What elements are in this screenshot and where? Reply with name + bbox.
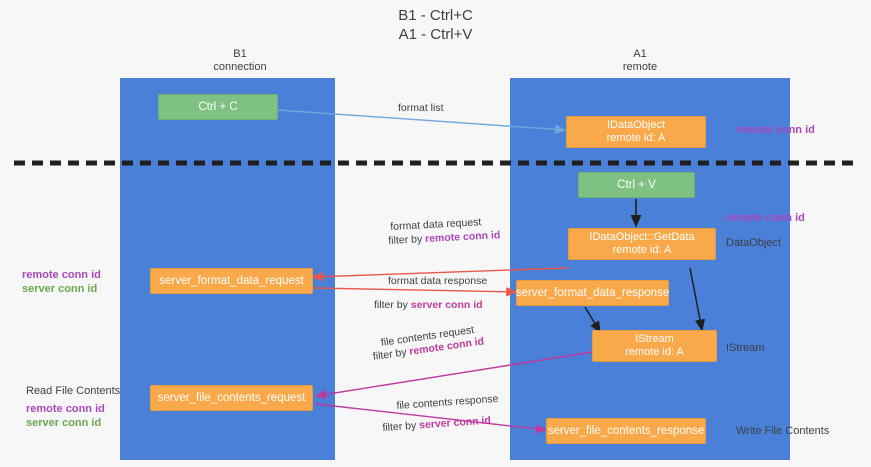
node-server-file-contents-request[interactable]: server_file_contents_request	[150, 385, 313, 411]
label-read-file-contents: Read File Contents	[26, 385, 121, 397]
label-dataobject: DataObject	[726, 237, 782, 249]
node-server-format-data-response-label: server_format_data_response	[515, 286, 670, 299]
label-write-file-contents: Write File Contents	[736, 425, 830, 437]
node-idataobject[interactable]: IDataObject remote id: A	[566, 116, 706, 148]
node-getdata-line2: remote id: A	[612, 244, 672, 256]
node-getdata-line1: IDataObject::GetData	[589, 231, 695, 243]
label-left-remote-conn-id: remote conn id	[22, 269, 101, 281]
column-header-right: A1 remote	[622, 48, 658, 73]
node-idataobject-line2: remote id: A	[606, 132, 666, 144]
filter-by-text-2: filter by	[374, 299, 411, 311]
label-left-server-conn-id: server conn id	[22, 283, 98, 295]
node-ctrl-c-label: Ctrl + C	[198, 100, 238, 113]
node-istream-line1: IStream	[635, 333, 674, 345]
node-istream-line2: remote id: A	[625, 346, 684, 358]
node-ctrl-c[interactable]: Ctrl + C	[158, 94, 278, 120]
node-server-file-contents-request-label: server_file_contents_request	[157, 391, 306, 404]
node-ctrl-v-label: Ctrl + V	[617, 178, 656, 191]
filter-by-text-4: filter by	[382, 419, 420, 434]
node-server-file-contents-response-label: server_file_contents_response	[547, 424, 705, 437]
filter-server-conn-id-1: server conn id	[410, 299, 483, 311]
label-left-server-conn-id-2: server conn id	[26, 417, 102, 429]
edge-label-format-data-response: format data response	[388, 275, 488, 287]
node-server-format-data-request-label: server_format_data_request	[159, 274, 304, 287]
column-header-left: B1 connection	[213, 48, 267, 73]
node-idataobject-line1: IDataObject	[606, 119, 666, 131]
label-left-remote-conn-id-2: remote conn id	[26, 403, 105, 415]
node-ctrl-v[interactable]: Ctrl + V	[578, 172, 695, 198]
edge-label-filter-server-conn-id-1: filter by server conn id	[374, 298, 483, 312]
node-server-format-data-request[interactable]: server_format_data_request	[150, 268, 313, 294]
diagram-title: B1 - Ctrl+C A1 - Ctrl+V	[398, 7, 473, 43]
node-server-format-data-response[interactable]: server_format_data_response	[516, 280, 669, 306]
label-remote-conn-id-mid: remote conn id	[726, 212, 805, 224]
node-idataobject-getdata[interactable]: IDataObject::GetData remote id: A	[568, 228, 716, 260]
node-istream[interactable]: IStream remote id: A	[592, 330, 717, 362]
label-istream: IStream	[726, 342, 765, 354]
label-remote-conn-id-top: remote conn id	[736, 124, 815, 136]
filter-remote-conn-id-1: remote conn id	[424, 229, 501, 246]
edge-label-format-list: format list	[398, 102, 444, 114]
filter-by-text-1: filter by	[388, 233, 426, 247]
node-server-file-contents-response[interactable]: server_file_contents_response	[546, 418, 706, 444]
